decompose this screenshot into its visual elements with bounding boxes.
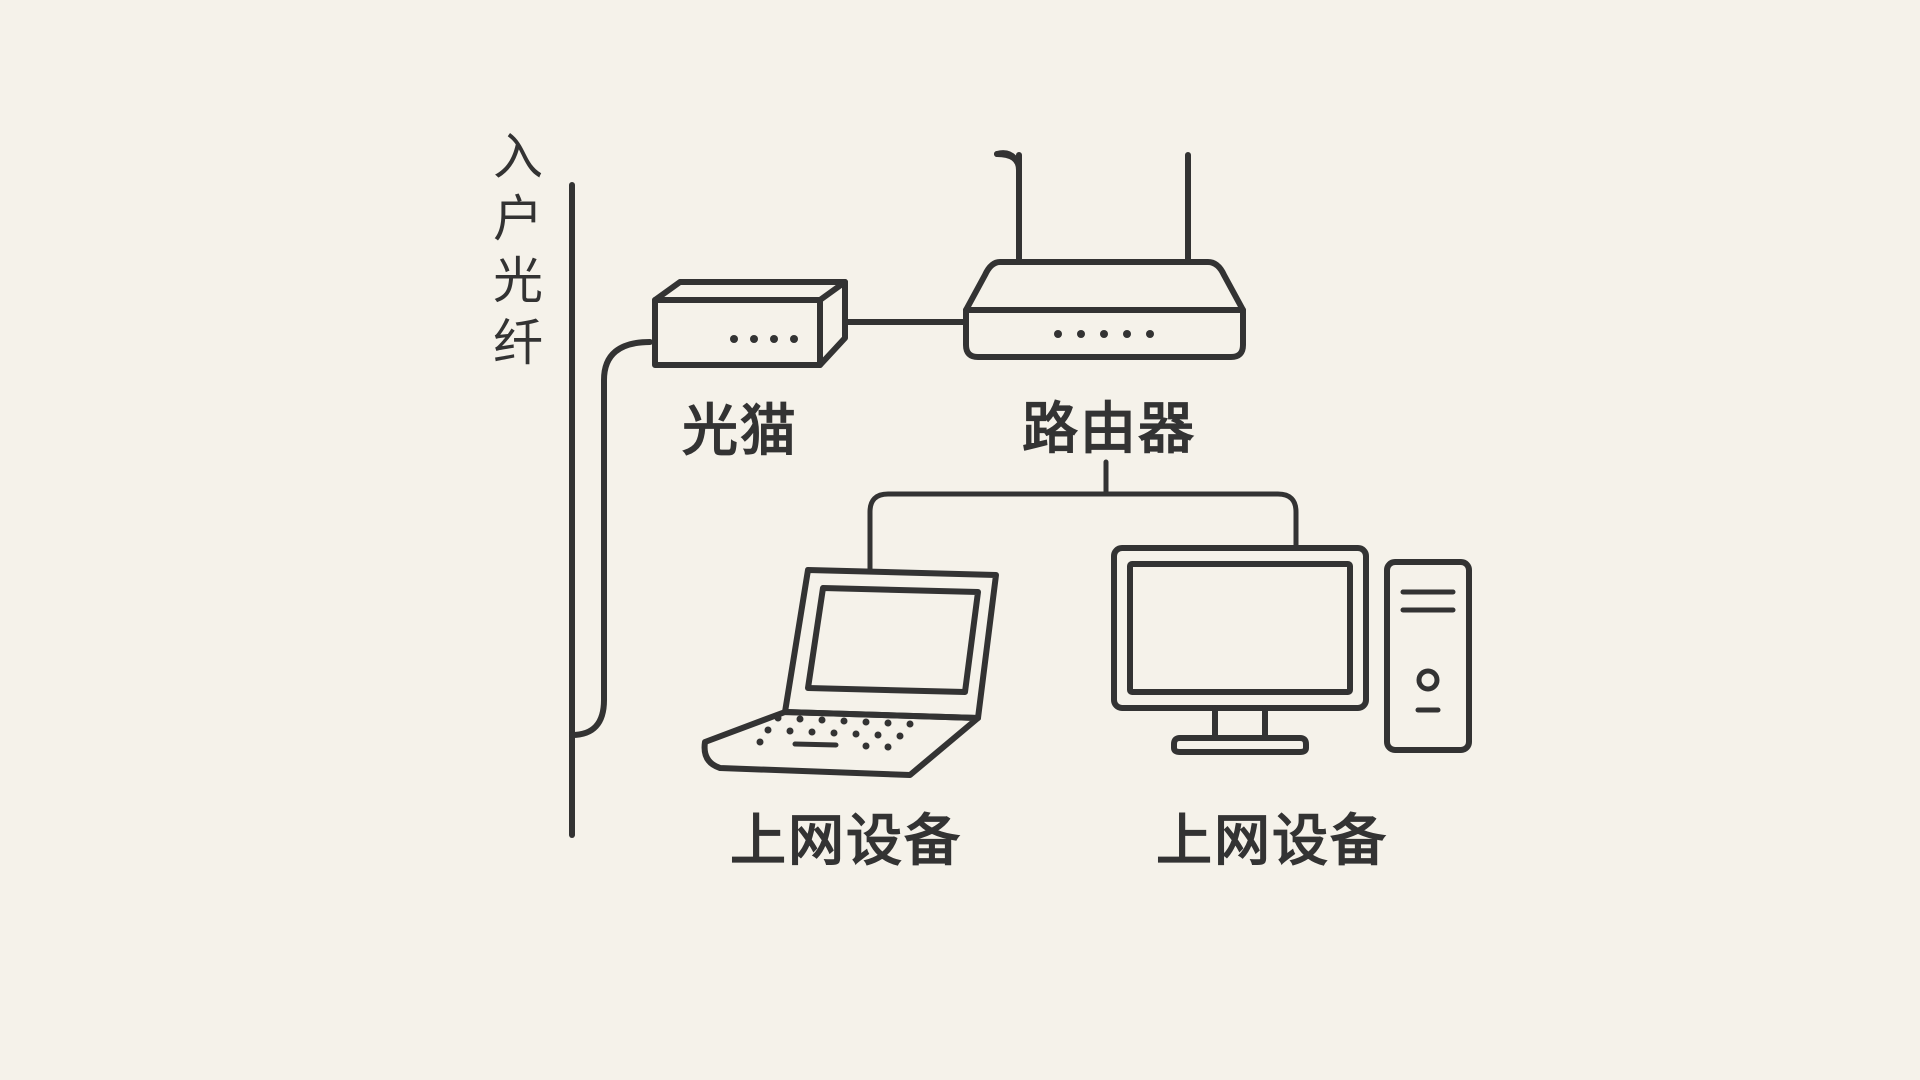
pc-tower-icon <box>1384 559 1472 753</box>
fiber-label: 入户光纤 <box>485 130 543 378</box>
router-to-devices-cable <box>867 459 1299 573</box>
modem-icon <box>652 279 848 368</box>
router-label: 路由器 <box>1022 397 1196 462</box>
monitor-icon <box>1111 545 1369 755</box>
device-right-label: 上网设备 <box>1156 809 1388 874</box>
device-left-label: 上网设备 <box>730 809 962 874</box>
laptop-icon <box>701 567 999 778</box>
fiber-to-modem-cable <box>569 339 653 738</box>
modem-label: 光猫 <box>682 399 798 464</box>
router-icon <box>963 150 1246 360</box>
